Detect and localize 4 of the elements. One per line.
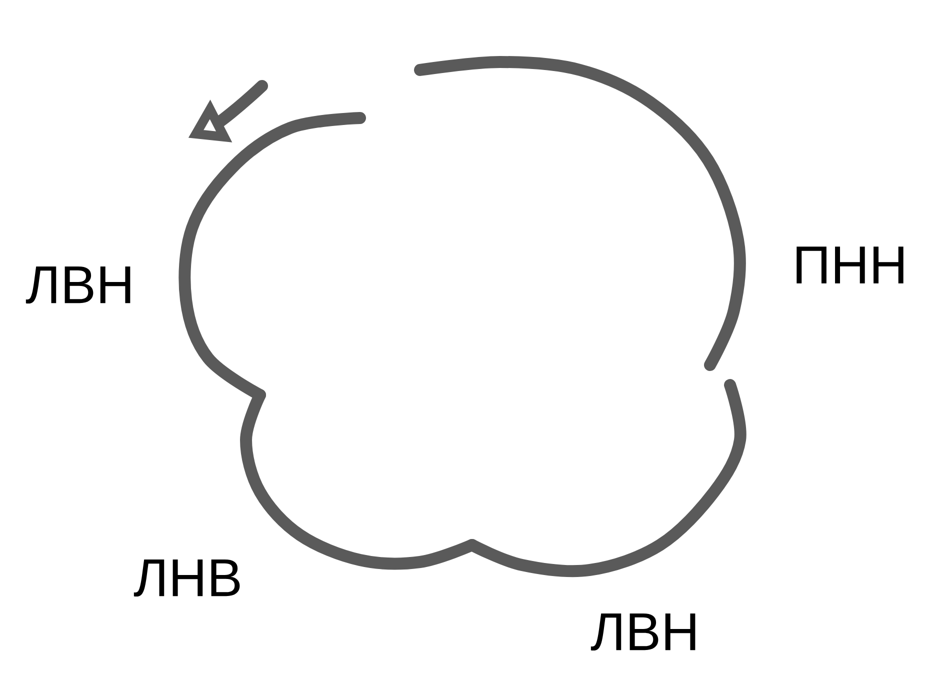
region-label: ПНН	[796, 246, 904, 284]
region-label: ЛНВ	[134, 559, 240, 597]
region-label: ЛВН	[590, 613, 696, 651]
region-label: ЛВН	[26, 266, 130, 304]
